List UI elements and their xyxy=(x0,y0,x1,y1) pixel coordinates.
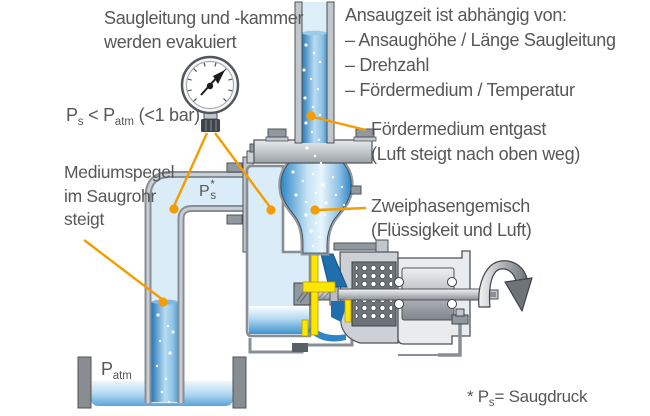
label-evacuated: Saugleitung und -kammer werden evakuiert xyxy=(104,6,304,54)
suction-time-item: – Ansaughöhe / Länge Saugleitung xyxy=(345,30,616,50)
suction-bubbles xyxy=(155,313,175,404)
label-degassed: Fördermedium entgast (Luft steigt nach o… xyxy=(371,119,581,164)
suction-time-item: – Drehzahl xyxy=(345,55,430,75)
suction-time-title: Ansaugzeit ist abhängig von: xyxy=(345,5,567,25)
rotation-arrow-icon xyxy=(478,260,533,312)
suction-time-item: – Fördermedium / Temperatur xyxy=(345,80,575,100)
label-evacuated-line1: Saugleitung und -kammer xyxy=(104,8,304,28)
bearings xyxy=(394,277,457,309)
pressure-gauge-icon xyxy=(180,55,240,132)
label-footnote: * Ps= Saugdruck xyxy=(467,387,588,409)
suction-pipe xyxy=(144,171,243,404)
label-suction-time: Ansaugzeit ist abhängig von: – Ansaughöh… xyxy=(345,3,616,103)
label-two-phase: Zweiphasengemisch (Flüssigkeit und Luft) xyxy=(371,196,532,240)
label-ps-star: P*s xyxy=(199,179,216,202)
label-evacuated-line2: werden evakuiert xyxy=(104,32,237,52)
gauge-ticks xyxy=(187,62,233,102)
label-pressure-formula: Ps < Patm (<1 bar) xyxy=(66,105,200,128)
label-medium-level: Mediumspegel im Saugrohr steigt xyxy=(64,162,175,229)
leader-lines xyxy=(83,111,367,307)
discharge-pipe xyxy=(291,1,346,248)
label-patm: Patm xyxy=(101,359,132,382)
pipe-bubbles xyxy=(291,43,346,248)
